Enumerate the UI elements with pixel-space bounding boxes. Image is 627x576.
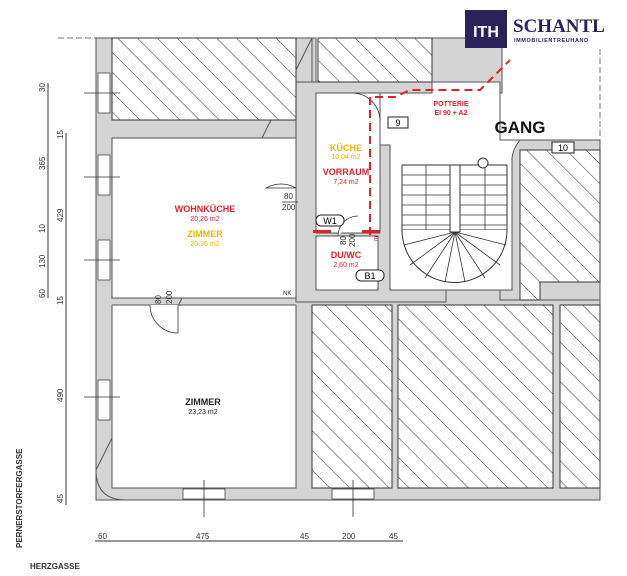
room-area-wohnkueche: 20,26 m2 <box>190 216 219 223</box>
svg-text:30: 30 <box>38 83 47 92</box>
room-zimmer <box>111 304 297 489</box>
logo-monogram: ITH <box>473 24 499 41</box>
hatched-area-bottom-1 <box>311 304 393 489</box>
windows <box>84 72 375 517</box>
room-label-gang: GANG <box>495 118 546 137</box>
tag-10-label: 10 <box>558 143 568 153</box>
svg-text:45: 45 <box>389 532 398 541</box>
door-width-label: 80 <box>339 236 348 245</box>
fire-door-mark-e <box>362 230 380 233</box>
potterie-label: POTTERIE <box>433 101 468 108</box>
svg-text:490: 490 <box>56 388 65 402</box>
svg-text:10: 10 <box>38 224 47 233</box>
dimension-bottom: 60 475 45 200 45 <box>95 532 403 542</box>
room-area-zimmer: 23,23 m2 <box>188 409 217 416</box>
fire-door-mark <box>313 230 331 233</box>
svg-text:200: 200 <box>342 532 356 541</box>
svg-text:45: 45 <box>300 532 309 541</box>
door-height-label: 200 <box>348 233 357 247</box>
svg-text:429: 429 <box>56 208 65 222</box>
room-label-zimmer-alt: ZIMMER <box>187 229 223 239</box>
street-west: PERNERSTORFERGASSE <box>15 448 24 548</box>
door-width-label: 80 <box>284 192 293 201</box>
tag-w1-label: W1 <box>323 216 337 226</box>
room-label-vorraum: VORRAUM <box>323 167 370 177</box>
tag-w1 <box>315 214 345 227</box>
hatched-area-top-left <box>111 37 297 121</box>
room-label-zimmer: ZIMMER <box>185 397 221 407</box>
svg-text:15: 15 <box>56 296 65 305</box>
room-label-wohnkueche: WOHNKÜCHE <box>175 204 236 214</box>
door-height-label: 200 <box>282 203 296 212</box>
room-label-kueche: KÜCHE <box>330 143 362 153</box>
hatched-area-bottom-3 <box>559 304 601 489</box>
dimension-left-outer: 30 365 10 130 60 <box>38 83 49 298</box>
door-height-label: 200 <box>165 290 174 304</box>
dimension-left-inner: 15 429 15 490 45 <box>56 130 67 505</box>
svg-text:475: 475 <box>196 532 210 541</box>
room-area-kueche: 10,04 m2 <box>331 154 360 161</box>
tag-9 <box>387 116 409 129</box>
door-e-label: E <box>374 237 378 243</box>
tag-b1-label: B1 <box>364 271 375 281</box>
hatched-area-top <box>317 37 433 83</box>
room-area-duwc: 2,60 m2 <box>333 262 358 269</box>
tag-10 <box>551 141 575 154</box>
logo: ITH SCHANTL IMMOBILIENTREUHAND <box>465 10 619 48</box>
fire-protection-line <box>369 59 511 235</box>
svg-text:365: 365 <box>38 156 47 170</box>
hatched-area-right <box>519 149 601 301</box>
room-wohnkueche <box>111 137 297 299</box>
room-label-duwc: DU/WC <box>331 250 362 260</box>
svg-text:45: 45 <box>56 494 65 503</box>
potterie-rating: EI 90 + A2 <box>434 110 467 117</box>
street-south: HERZGASSE <box>30 562 80 571</box>
staircase <box>401 157 508 283</box>
hatched-area-bottom-2 <box>397 304 554 489</box>
svg-text:60: 60 <box>38 289 47 298</box>
logo-subtitle: IMMOBILIENTREUHAND <box>514 38 589 44</box>
tag-b1 <box>355 269 385 282</box>
door-width-label: 80 <box>154 295 163 304</box>
svg-text:130: 130 <box>38 254 47 268</box>
nk-label: NK <box>283 291 291 297</box>
doors <box>149 92 381 334</box>
svg-text:15: 15 <box>56 130 65 139</box>
svg-text:60: 60 <box>98 532 107 541</box>
tag-9-label: 9 <box>395 118 400 128</box>
room-area-zimmer-alt: 20,26 m2 <box>190 241 219 248</box>
room-area-vorraum: 7,24 m2 <box>333 179 358 186</box>
logo-name: SCHANTL <box>513 16 605 37</box>
